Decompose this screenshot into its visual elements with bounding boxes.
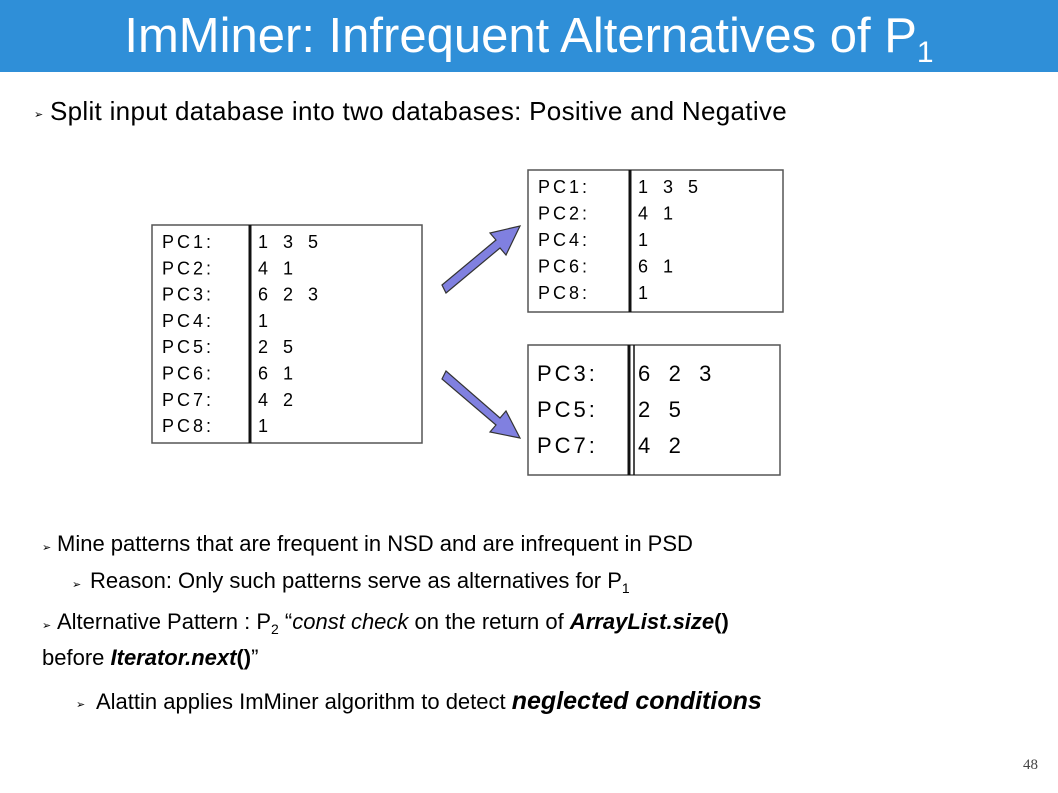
alattin-text: Alattin applies ImMiner algorithm to det…: [96, 689, 512, 714]
alattin-emphasis: neglected conditions: [511, 687, 762, 715]
input-row-items: 6 1: [258, 364, 293, 384]
alt-italic: const check: [292, 609, 409, 634]
input-row-id: PC5:: [162, 337, 214, 357]
slide-title-subscript: 1: [916, 36, 934, 69]
positive-row-items: 6 1: [638, 257, 673, 277]
arrow-to-positive-icon: [441, 225, 522, 294]
positive-row-id: PC2:: [538, 204, 590, 224]
negative-row-id: PC3:: [537, 361, 598, 386]
reason-text: Reason: Only such patterns serve as alte…: [90, 568, 622, 593]
positive-row-items: 1: [638, 230, 648, 250]
positive-row-items: 1 3 5: [638, 177, 698, 197]
input-row-id: PC1:: [162, 232, 214, 252]
input-row-items: 1 3 5: [258, 232, 318, 252]
negative-row-id: PC5:: [537, 397, 598, 422]
bullet-reason: Reason: Only such patterns serve as alte…: [90, 568, 630, 596]
title-bar: [0, 0, 1058, 72]
bullet-alternative-line2: before Iterator.next()”: [42, 645, 258, 671]
arrow-bullet-icon: ➢: [72, 579, 82, 591]
input-row-items: 1: [258, 311, 268, 331]
reason-subscript: 1: [621, 580, 630, 596]
alt-paren1: (): [714, 609, 729, 634]
arrow-bullet-icon: ➢: [76, 699, 86, 711]
alt-paren2: (): [236, 645, 252, 670]
slide-title-text: ImMiner: Infrequent Alternatives of P: [124, 9, 917, 63]
alt-line2-prefix: before: [42, 645, 111, 670]
bullet-alternative: Alternative Pattern : P2 “const check on…: [57, 609, 729, 637]
input-row-items: 4 1: [258, 258, 293, 278]
arrow-bullet-icon: ➢: [42, 542, 52, 554]
input-row-items: 1: [258, 416, 268, 436]
negative-row-id: PC7:: [537, 433, 598, 458]
input-row-id: PC7:: [162, 390, 214, 410]
negative-row-items: 4 2: [638, 433, 681, 458]
input-row-id: PC8:: [162, 416, 214, 436]
input-row-id: PC4:: [162, 311, 214, 331]
alt-quote-open: “: [278, 609, 293, 634]
positive-row-id: PC4:: [538, 230, 590, 250]
positive-row-id: PC8:: [538, 283, 590, 303]
input-row-items: 4 2: [258, 390, 293, 410]
input-row-id: PC6:: [162, 364, 214, 384]
negative-row-items: 2 5: [638, 397, 681, 422]
arrow-bullet-icon: ➢: [34, 109, 44, 121]
positive-row-id: PC1:: [538, 177, 590, 197]
positive-row-id: PC6:: [538, 257, 590, 277]
bullet-alattin: Alattin applies ImMiner algorithm to det…: [96, 687, 762, 716]
arrow-bullet-icon: ➢: [42, 620, 52, 632]
bullet-mine: Mine patterns that are frequent in NSD a…: [57, 531, 693, 556]
bullet-split: Split input database into two databases:…: [50, 96, 787, 126]
negative-row-items: 6 2 3: [638, 361, 711, 386]
input-row-id: PC3:: [162, 285, 214, 305]
slide-title: ImMiner: Infrequent Alternatives of P1: [0, 2, 1058, 70]
input-row-items: 6 2 3: [258, 285, 318, 305]
input-row-items: 2 5: [258, 337, 293, 357]
alt-prefix: Alternative Pattern : P: [57, 609, 271, 634]
input-row-id: PC2:: [162, 258, 214, 278]
arrow-to-negative-icon: [441, 370, 522, 439]
alt-subscript: 2: [271, 621, 279, 637]
positive-row-items: 4 1: [638, 204, 673, 224]
alt-bold-arraylist: ArrayList.size: [569, 609, 715, 634]
alt-quote-close: ”: [251, 645, 259, 670]
page-number: 48: [1023, 757, 1038, 773]
positive-row-items: 1: [638, 283, 648, 303]
alt-bold-iterator: Iterator.next: [110, 645, 237, 670]
negative-database-table: PC3: 6 2 3 PC5: 2 5 PC7: 4 2: [527, 344, 781, 476]
alt-mid: on the return of: [408, 609, 570, 634]
